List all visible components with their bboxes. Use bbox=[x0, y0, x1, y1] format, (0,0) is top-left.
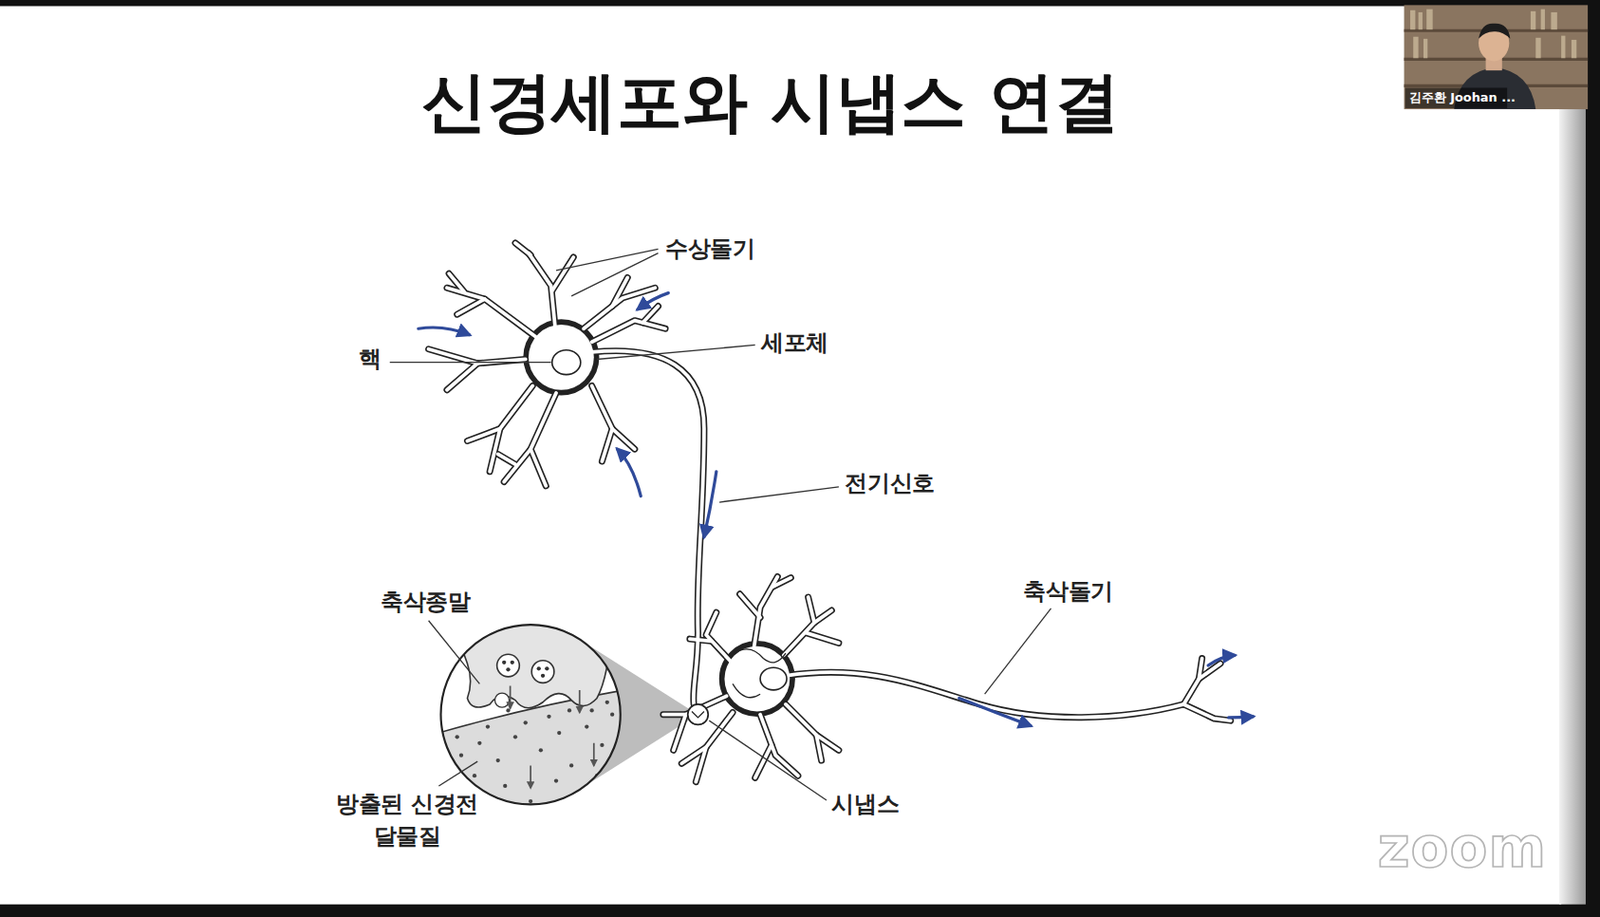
part-label: 수상돌기 bbox=[665, 232, 756, 265]
slide-title: 신경세포와 시냅스 연결 bbox=[421, 57, 1120, 148]
part-label: 축삭종말 bbox=[380, 585, 471, 618]
part-label: 축삭돌기 bbox=[1023, 576, 1114, 609]
video-thumbnail bbox=[1404, 4, 1589, 110]
watermark: zoom bbox=[1377, 816, 1547, 881]
part-label: 핵 bbox=[358, 342, 382, 375]
part-label: 세포체 bbox=[761, 326, 829, 359]
participant-name: 김주환 Joohan ... bbox=[1409, 89, 1516, 107]
part-label: 전기신호 bbox=[844, 467, 935, 501]
part-label: 방출된 신경전달물질 bbox=[330, 787, 484, 854]
part-label: 시냅스 bbox=[831, 787, 899, 820]
